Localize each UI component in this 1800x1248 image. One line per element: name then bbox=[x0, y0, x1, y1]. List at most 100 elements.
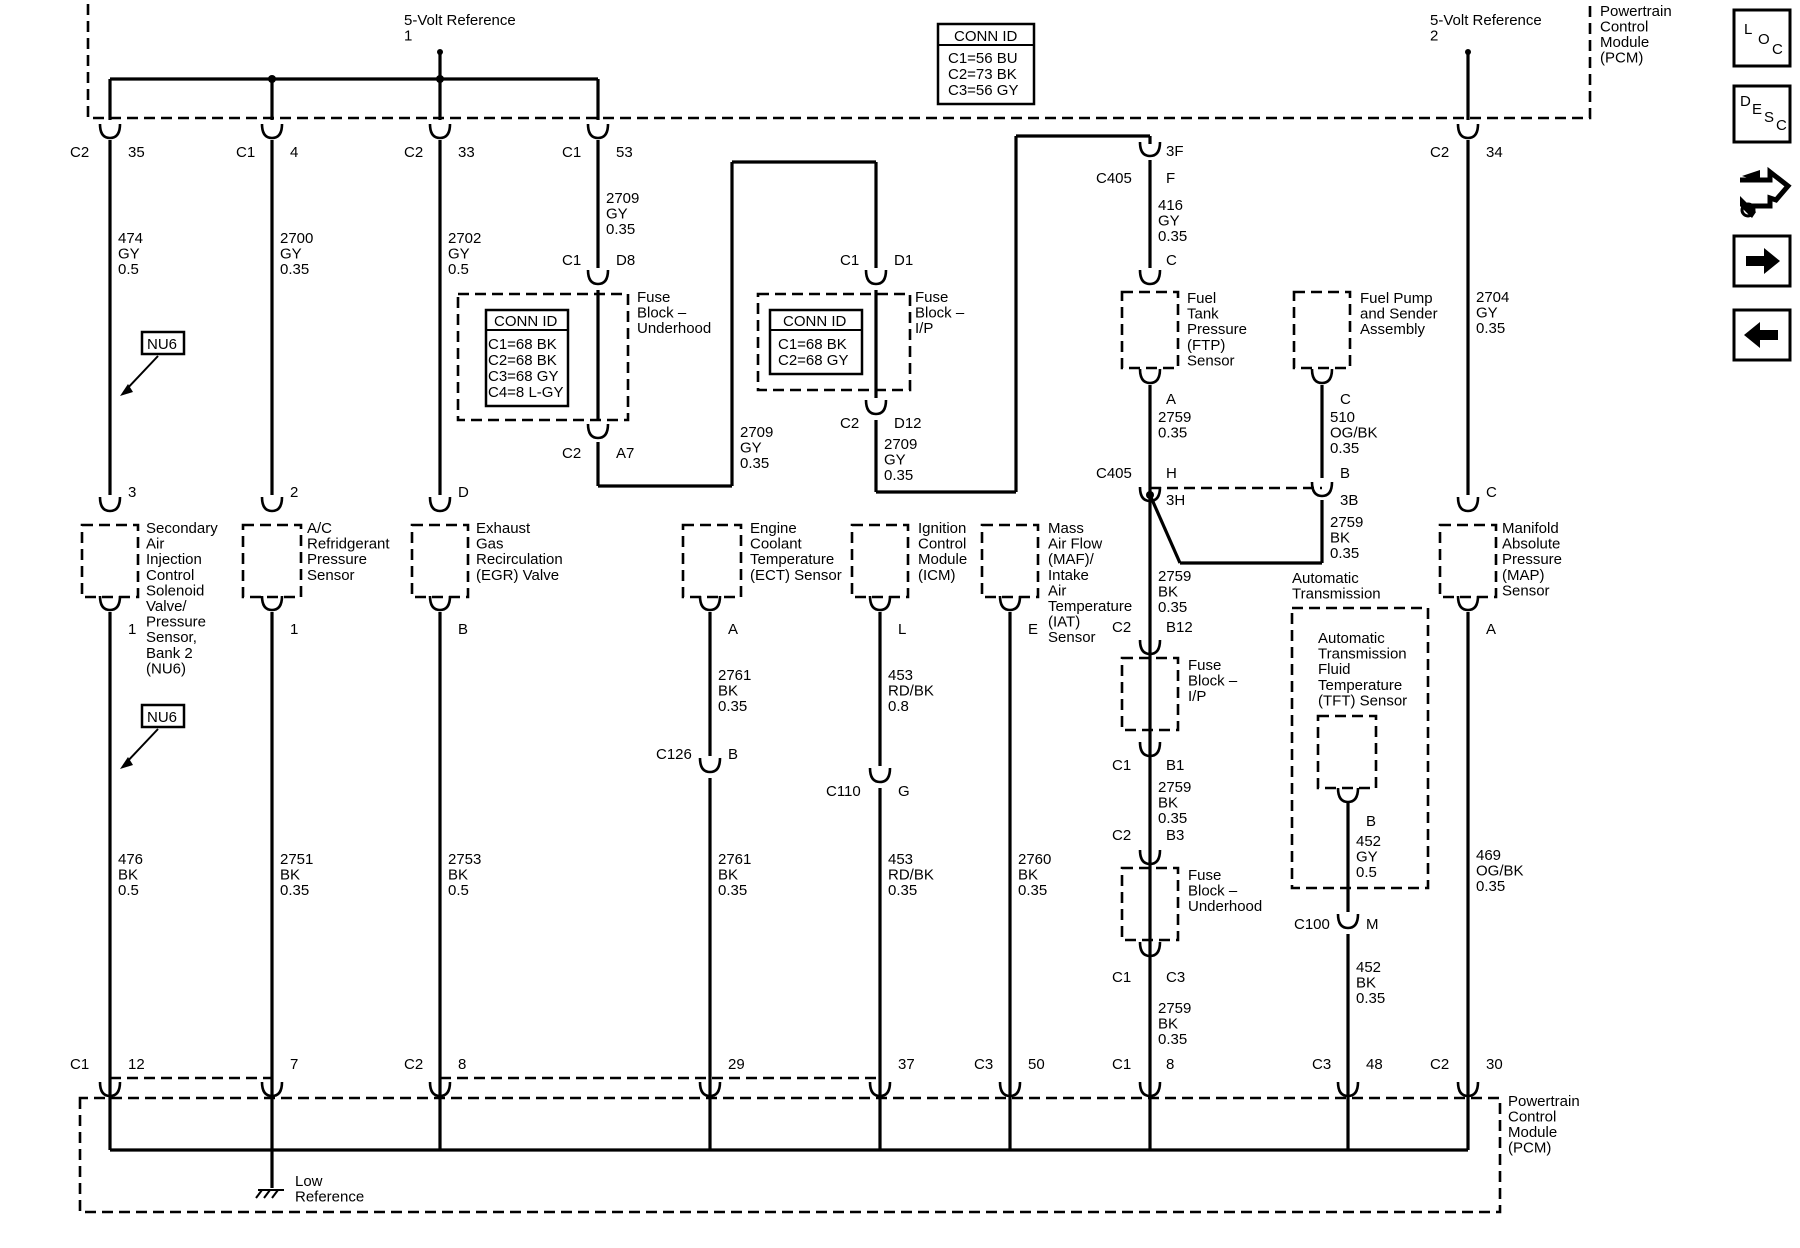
pin-label: C bbox=[1340, 391, 1351, 408]
pin-label: M bbox=[1366, 916, 1379, 933]
pin-label: C405 bbox=[1096, 465, 1132, 482]
connector-cup bbox=[1456, 1081, 1480, 1098]
pin-label: 34 bbox=[1486, 144, 1503, 161]
nu6-label: NU6 bbox=[147, 709, 177, 726]
connector-cup bbox=[1138, 741, 1162, 758]
connector-cup bbox=[586, 423, 610, 440]
pin-label: C2 bbox=[562, 445, 581, 462]
pin-label: B bbox=[728, 746, 738, 763]
pin-label: D8 bbox=[616, 252, 635, 269]
pin-label: 1 bbox=[128, 621, 136, 638]
connector-cup bbox=[1138, 269, 1162, 286]
pin-label: 3B bbox=[1340, 492, 1358, 509]
pin-label: C2 bbox=[404, 1056, 423, 1073]
pin-label: D12 bbox=[894, 415, 922, 432]
desc-button[interactable]: D E S C bbox=[1732, 84, 1792, 144]
back-button[interactable] bbox=[1732, 308, 1792, 362]
conn-id-row: C3=68 GY bbox=[488, 368, 558, 385]
fuse-block-underhood: CONN ID C1=68 BK C2=68 BK C3=68 GY C4=8 … bbox=[456, 289, 711, 422]
pin-label: D bbox=[458, 484, 469, 501]
pin-label: 7 bbox=[290, 1056, 298, 1073]
pin-label: B3 bbox=[1166, 827, 1184, 844]
loc-button[interactable]: L O C bbox=[1732, 8, 1792, 68]
connector-view-button[interactable] bbox=[1740, 166, 1792, 218]
pin-label: C1 bbox=[840, 252, 859, 269]
circuit-map bbox=[1438, 140, 1498, 1150]
pin-label: 4 bbox=[290, 144, 298, 161]
pin-label: C1 bbox=[1112, 757, 1131, 774]
connector-cup bbox=[260, 1081, 284, 1098]
pin-label: 2 bbox=[290, 484, 298, 501]
pin-label: 12 bbox=[128, 1056, 145, 1073]
pin-label: 3F bbox=[1166, 143, 1184, 160]
nav-panel: L O C D E S C bbox=[1732, 8, 1792, 362]
pin-label: C bbox=[1166, 252, 1177, 269]
pin-label: 53 bbox=[616, 144, 633, 161]
pin-label: C bbox=[1486, 484, 1497, 501]
pin-label: C2 bbox=[1112, 827, 1131, 844]
pin-label: C3 bbox=[1166, 969, 1185, 986]
connector-cup bbox=[98, 1081, 122, 1098]
connector-cup bbox=[428, 123, 452, 140]
conn-id-row: C2=68 GY bbox=[778, 352, 848, 369]
pin-label: 1 bbox=[290, 621, 298, 638]
conn-id-row: C1=56 BU bbox=[948, 50, 1018, 67]
pin-label: C3 bbox=[1312, 1056, 1331, 1073]
circuit-fuel-pump bbox=[1292, 290, 1352, 478]
connector-cup bbox=[1138, 141, 1162, 158]
next-arrow-icon bbox=[1746, 248, 1780, 274]
circuit-icm bbox=[850, 523, 910, 1150]
connector-cup bbox=[864, 269, 888, 286]
pin-label: 29 bbox=[728, 1056, 745, 1073]
loc-icon: L bbox=[1744, 21, 1752, 38]
next-button[interactable] bbox=[1732, 234, 1792, 288]
connector-cup bbox=[586, 123, 610, 140]
circuit-ftp bbox=[1120, 160, 1324, 1150]
pin-label: C100 bbox=[1294, 916, 1330, 933]
connector-cup bbox=[260, 496, 284, 513]
circuit-2709 bbox=[596, 134, 1152, 494]
connector-cup bbox=[260, 123, 284, 140]
connector-cup bbox=[1310, 368, 1334, 385]
pin-label: C405 bbox=[1096, 170, 1132, 187]
loc-icon: O bbox=[1758, 31, 1770, 48]
pin-label: 3H bbox=[1166, 492, 1185, 509]
option-badge-nu6: NU6 bbox=[120, 330, 186, 396]
circuit-tft bbox=[1290, 606, 1430, 1150]
connector-cup bbox=[1138, 486, 1162, 503]
pin-label: C126 bbox=[656, 746, 692, 763]
connector-cup bbox=[1138, 368, 1162, 385]
pin-label: C1 bbox=[236, 144, 255, 161]
connector-cup bbox=[1336, 787, 1360, 804]
pin-label: C3 bbox=[974, 1056, 993, 1073]
connector-cup bbox=[1138, 849, 1162, 866]
pin-label: C2 bbox=[1430, 144, 1449, 161]
connector-cup bbox=[586, 269, 610, 286]
pin-label: A7 bbox=[616, 445, 634, 462]
conn-id-header: CONN ID bbox=[494, 313, 558, 330]
pin-label: G bbox=[898, 783, 910, 800]
pin-label: A bbox=[1166, 391, 1176, 408]
nu6-label: NU6 bbox=[147, 336, 177, 353]
pin-label: C1 bbox=[70, 1056, 89, 1073]
